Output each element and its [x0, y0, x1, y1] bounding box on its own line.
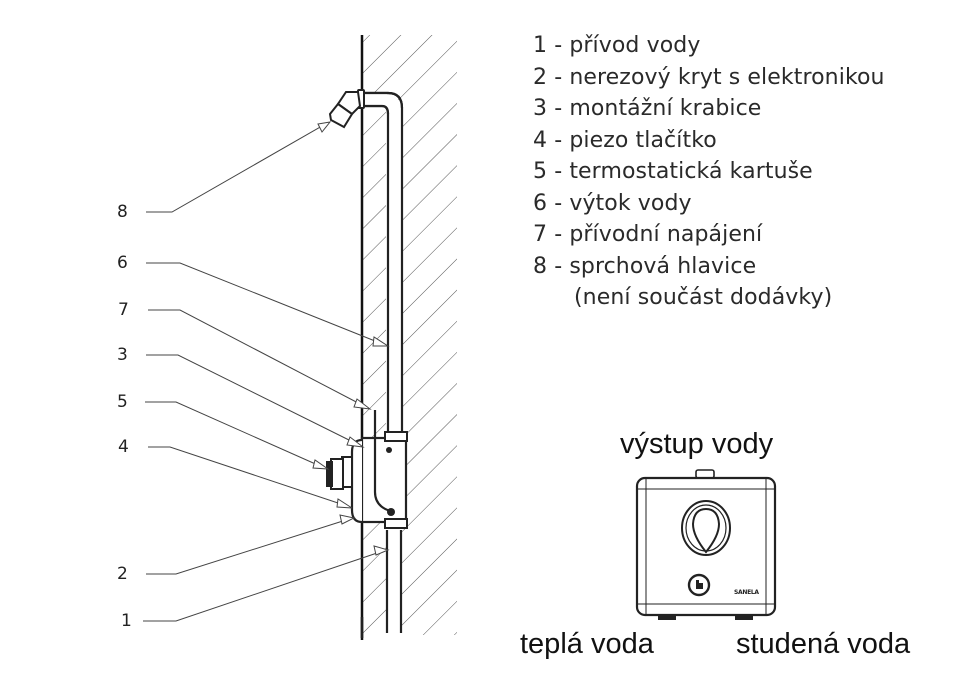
- leader-1: [143, 551, 381, 622]
- callout-lines: [143, 121, 390, 622]
- legend-item-1: 1 - přívod vody: [533, 33, 701, 58]
- leader-2: [146, 519, 347, 575]
- leader-3: [146, 354, 356, 444]
- callout-2: 2: [117, 564, 128, 584]
- leader-7: [148, 309, 363, 406]
- leader-6: [146, 262, 381, 344]
- callout-4: 4: [118, 437, 129, 457]
- legend-item-4: 4 - piezo tlačítko: [533, 127, 717, 153]
- callout-6: 6: [117, 253, 128, 273]
- legend-item-2: 2 - nerezový kryt s elektronikou: [533, 64, 885, 90]
- callout-3: 3: [117, 345, 128, 365]
- cold-water-label: studená voda: [736, 628, 911, 660]
- callout-8: 8: [117, 202, 128, 222]
- arrow-3: [346, 436, 365, 448]
- callout-7: 7: [118, 300, 129, 320]
- outlet-stub: [695, 469, 715, 479]
- shower-head: [328, 89, 365, 129]
- arrow-2: [339, 514, 356, 525]
- device-front-view: [635, 469, 777, 620]
- leader-4: [148, 446, 345, 506]
- legend: 1 - přívod vody 2 - nerezový kryt s elek…: [533, 30, 885, 314]
- leader-8: [146, 125, 323, 213]
- water-outlet-label: výstup vody: [620, 428, 774, 460]
- legend-item-5: 5 - termostatická kartuše: [533, 159, 813, 184]
- legend-item-6: 6 - výtok vody: [533, 190, 692, 216]
- hot-water-connector: [658, 614, 676, 620]
- hand-press-icon: [687, 573, 711, 597]
- callout-1: 1: [121, 611, 132, 631]
- temperature-knob-icon: [681, 500, 731, 556]
- power-cable: [373, 410, 391, 513]
- legend-item-8-note: (není součást dodávky): [574, 285, 833, 310]
- legend-item-3: 3 - montážní krabice: [533, 96, 762, 121]
- brand-mark: SANELA: [734, 589, 759, 596]
- supply-pipe: [360, 530, 403, 640]
- arrow-7: [353, 398, 372, 410]
- legend-item-7: 7 - přívodní napájení: [533, 222, 763, 247]
- arrow-8: [317, 121, 332, 133]
- arrow-5: [312, 459, 330, 470]
- legend-item-8: 8 - sprchová hlavice: [533, 253, 757, 279]
- arrow-1: [373, 545, 390, 556]
- leader-5: [145, 401, 321, 467]
- callout-5: 5: [117, 392, 128, 412]
- wall: [360, 35, 457, 640]
- cold-water-connector: [735, 614, 753, 620]
- mounting-box: [360, 410, 408, 529]
- arrow-4: [336, 498, 353, 509]
- arrow-6: [372, 336, 390, 347]
- thermostatic-knob: [326, 456, 353, 490]
- stainless-cover: [350, 438, 363, 524]
- hot-water-label: teplá voda: [520, 628, 654, 660]
